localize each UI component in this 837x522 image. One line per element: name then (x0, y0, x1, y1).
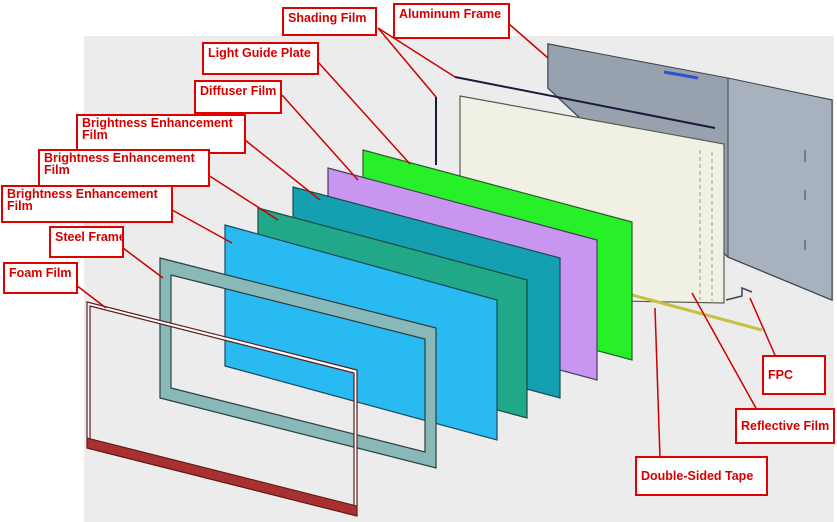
steel-frame-label: Steel Frame (49, 226, 124, 258)
foam-film-label: Foam Film (3, 262, 78, 294)
light-guide-plate-label: Light Guide Plate (202, 42, 319, 75)
shading-film-label: Shading Film (282, 7, 377, 36)
brightness-film-label-1: Brightness Enhancement Film (76, 114, 246, 154)
brightness-film-label-3: Brightness Enhancement Film (1, 185, 173, 223)
aluminum-frame-label: Aluminum Frame (393, 3, 510, 39)
double-sided-tape-label: Double-Sided Tape (635, 456, 768, 496)
diffuser-film-label: Diffuser Film (194, 80, 282, 114)
brightness-film-label-2: Brightness Enhancement Film (38, 149, 210, 187)
double-sided-tape-part (631, 293, 763, 332)
reflective-film-label: Reflective Film (735, 408, 835, 444)
leader-lines (75, 23, 779, 459)
shading-film-part (435, 76, 716, 165)
fpc-label: FPC (762, 355, 826, 395)
fpc-part (725, 286, 753, 301)
steel-frame-part (159, 257, 437, 469)
foam-film-part (86, 301, 358, 517)
